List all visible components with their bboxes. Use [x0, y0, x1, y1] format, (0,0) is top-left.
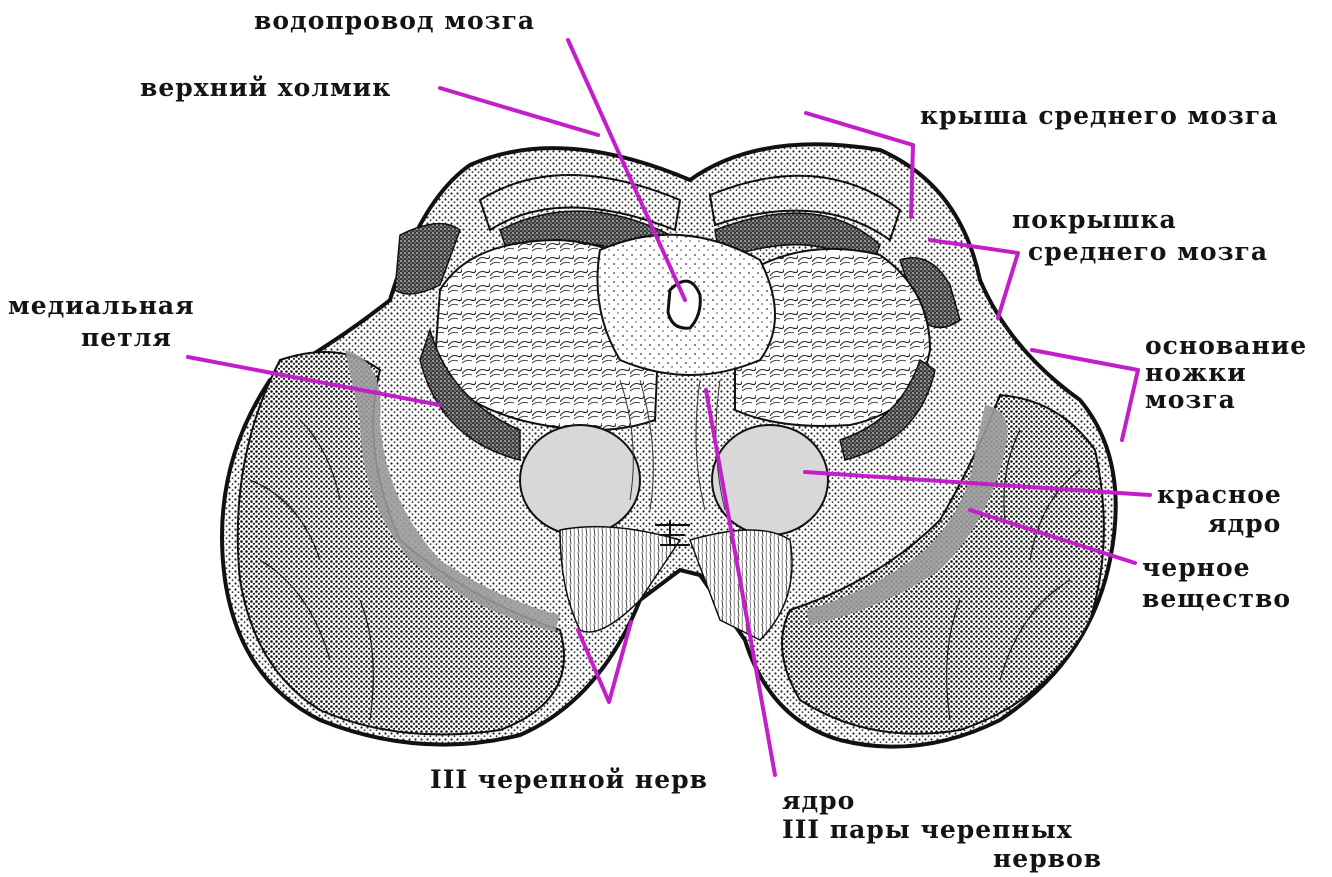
label-medial-lemniscus-line1: медиальная — [8, 293, 195, 318]
label-tectum: крыша среднего мозга — [920, 103, 1278, 128]
label-oculomotor-nucleus-line1: ядро — [782, 788, 855, 813]
label-substantia-nigra-line1: черное — [1142, 555, 1251, 580]
label-peduncle-base-line2: ножки — [1145, 360, 1247, 385]
label-peduncle-base-line3: мозга — [1145, 387, 1236, 412]
label-tegmentum-line1: покрышка — [1012, 207, 1177, 232]
label-oculomotor-nucleus-line2: III пары черепных — [782, 817, 1073, 842]
label-superior-colliculus: верхний холмик — [140, 75, 391, 100]
left-red-nucleus — [520, 425, 640, 535]
label-tegmentum-line2: среднего мозга — [1028, 239, 1268, 264]
label-aqueduct: водопровод мозга — [254, 8, 535, 33]
label-red-nucleus-line1: красное — [1157, 482, 1282, 507]
label-medial-lemniscus-line2: петля — [81, 325, 172, 350]
label-oculomotor-nerve: III черепной нерв — [430, 767, 708, 792]
label-oculomotor-nucleus-line3: нервов — [993, 846, 1102, 871]
label-red-nucleus-line2: ядро — [1208, 511, 1281, 536]
label-substantia-nigra-line2: вещество — [1142, 586, 1291, 611]
aqueduct-lumen — [668, 281, 700, 328]
label-peduncle-base-line1: основание — [1145, 333, 1307, 358]
